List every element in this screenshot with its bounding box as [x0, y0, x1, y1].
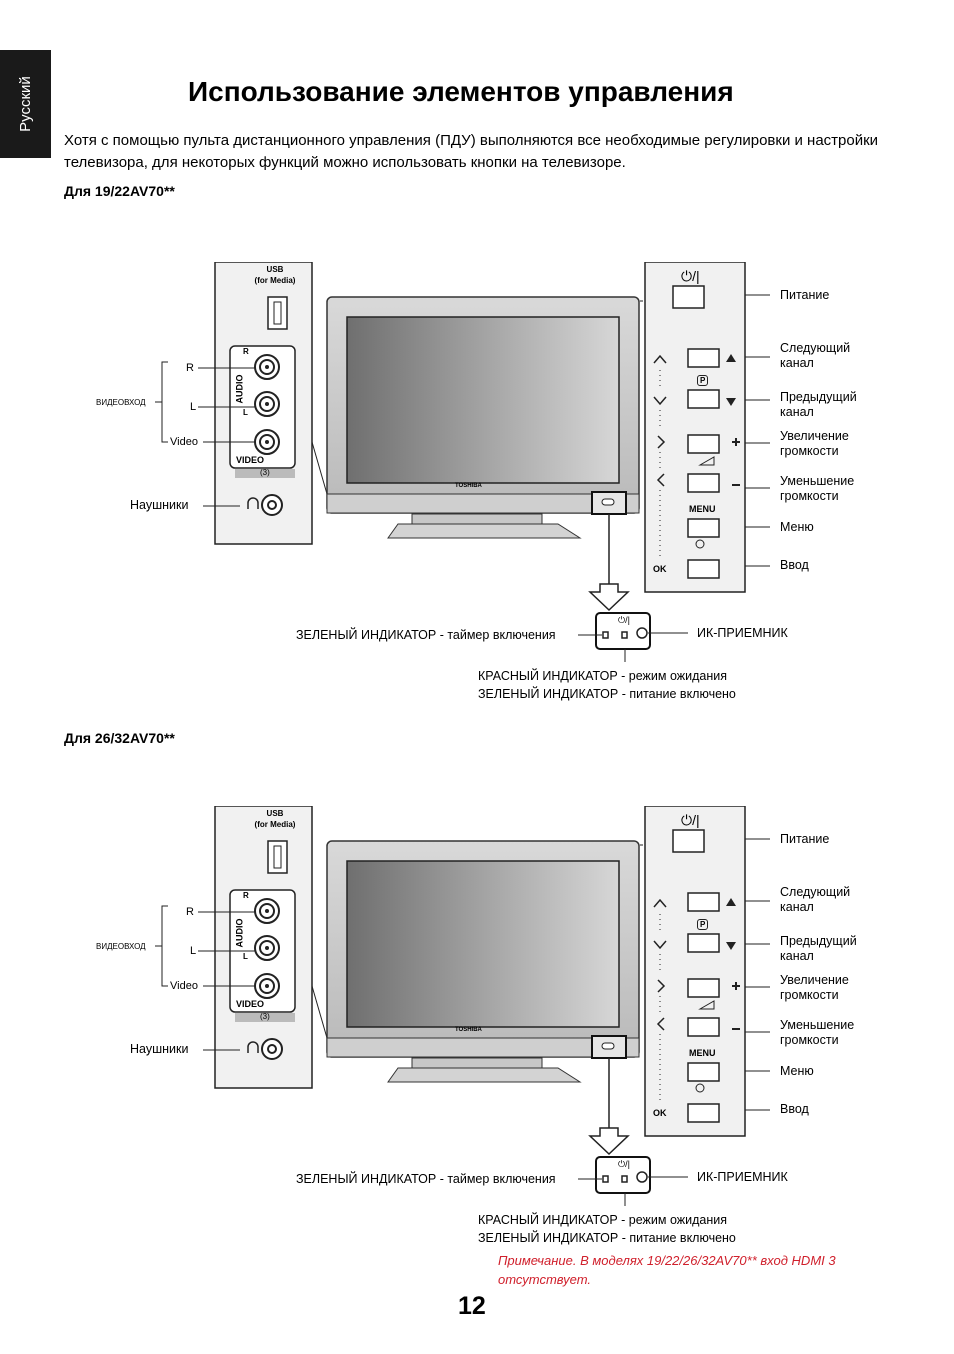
- ok-key-label: OK: [653, 1108, 667, 1118]
- intro-paragraph: Хотя с помощью пульта дистанционного упр…: [64, 132, 879, 171]
- power-icon: ⏻/|: [681, 812, 700, 828]
- tv-brand: TOSHIBA: [455, 483, 482, 489]
- callout-video: Video: [170, 436, 198, 448]
- model-heading-1: Для 19/22AV70**: [64, 183, 175, 199]
- usb-label: USB (for Media): [254, 265, 296, 285]
- video-in-label: ВИДЕОВХОД: [96, 942, 146, 951]
- note-text: Примечание. В моделях 19/22/26/32AV70** …: [498, 1253, 836, 1287]
- audio-l-jack-icon: [254, 935, 280, 961]
- headphones-label: Наушники: [130, 1042, 189, 1056]
- volume-up-label: Увеличение громкости: [780, 429, 849, 458]
- ok-key-label: OK: [653, 564, 667, 574]
- next-channel-label: Следующий канал: [780, 885, 851, 914]
- red-indicator-label: КРАСНЫЙ ИНДИКАТОР - режим ожидания: [478, 1213, 727, 1227]
- input-label: Ввод: [780, 1102, 809, 1116]
- p-key-label: P: [697, 375, 709, 386]
- input-number: (3): [260, 468, 270, 477]
- audio-label: AUDIO: [234, 374, 245, 404]
- tv-illustration: [155, 806, 770, 1206]
- input-label: Ввод: [780, 558, 809, 572]
- callout-l: L: [190, 401, 197, 413]
- timer-indicator-label: ЗЕЛЕНЫЙ ИНДИКАТОР - таймер включения: [296, 628, 556, 642]
- audio-r-marker: R: [243, 891, 249, 900]
- menu-label: Меню: [780, 1064, 814, 1078]
- power-label: Питание: [780, 832, 830, 846]
- volume-down-label: Уменьшение громкости: [780, 474, 855, 503]
- indicator-power-icon: ⏻/|: [618, 1159, 630, 1169]
- green-indicator-label: ЗЕЛЕНЫЙ ИНДИКАТОР - питание включено: [478, 687, 736, 701]
- video-label: VIDEO: [236, 999, 265, 1009]
- tv-controls-diagram-2: USB (for Media) R L AUDIO VIDEO (3) R L …: [0, 806, 954, 1276]
- next-channel-label: Следующий канал: [780, 341, 851, 370]
- volume-up-label: Увеличение громкости: [780, 973, 849, 1002]
- red-indicator-label: КРАСНЫЙ ИНДИКАТОР - режим ожидания: [478, 669, 727, 683]
- ir-receiver-label: ИК-ПРИЕМНИК: [697, 626, 788, 640]
- volume-down-label: Уменьшение громкости: [780, 1018, 855, 1047]
- menu-key-label: MENU: [689, 1048, 716, 1058]
- audio-r-marker: R: [243, 347, 249, 356]
- headphone-jack-icon: [261, 1038, 283, 1060]
- power-label: Питание: [780, 288, 830, 302]
- tv-controls-diagram-1: USB (for Media) R L AUDIO VIDEO (3) R L …: [0, 262, 954, 732]
- callout-video: Video: [170, 980, 198, 992]
- headphone-jack-icon: [261, 494, 283, 516]
- audio-label: AUDIO: [234, 918, 245, 948]
- callout-r: R: [186, 362, 194, 374]
- audio-r-jack-icon: [254, 354, 280, 380]
- page-number: 12: [458, 1292, 486, 1320]
- audio-r-jack-icon: [254, 898, 280, 924]
- video-jack-icon: [254, 429, 280, 455]
- audio-l-jack-icon: [254, 391, 280, 417]
- power-icon: ⏻/|: [681, 268, 700, 284]
- callout-l: L: [190, 945, 197, 957]
- ir-receiver-label: ИК-ПРИЕМНИК: [697, 1170, 788, 1184]
- video-jack-icon: [254, 973, 280, 999]
- model-heading-2: Для 26/32AV70**: [64, 730, 175, 746]
- tv-brand: TOSHIBA: [455, 1027, 482, 1033]
- headphones-label: Наушники: [130, 498, 189, 512]
- language-tab: Русский: [0, 50, 51, 158]
- usb-label: USB (for Media): [254, 809, 296, 829]
- p-key-label: P: [697, 919, 709, 930]
- indicator-power-icon: ⏻/|: [618, 615, 630, 625]
- audio-l-marker: L: [243, 952, 248, 961]
- language-tab-label: Русский: [17, 76, 34, 132]
- input-number: (3): [260, 1012, 270, 1021]
- tv-illustration: [155, 262, 770, 662]
- timer-indicator-label: ЗЕЛЕНЫЙ ИНДИКАТОР - таймер включения: [296, 1172, 556, 1186]
- prev-channel-label: Предыдущий канал: [780, 934, 857, 963]
- callout-r: R: [186, 906, 194, 918]
- prev-channel-label: Предыдущий канал: [780, 390, 857, 419]
- menu-label: Меню: [780, 520, 814, 534]
- video-in-label: ВИДЕОВХОД: [96, 398, 146, 407]
- audio-l-marker: L: [243, 408, 248, 417]
- video-label: VIDEO: [236, 455, 265, 465]
- menu-key-label: MENU: [689, 504, 716, 514]
- green-indicator-label: ЗЕЛЕНЫЙ ИНДИКАТОР - питание включено: [478, 1231, 736, 1245]
- page-title: Использование элементов управления: [188, 76, 734, 107]
